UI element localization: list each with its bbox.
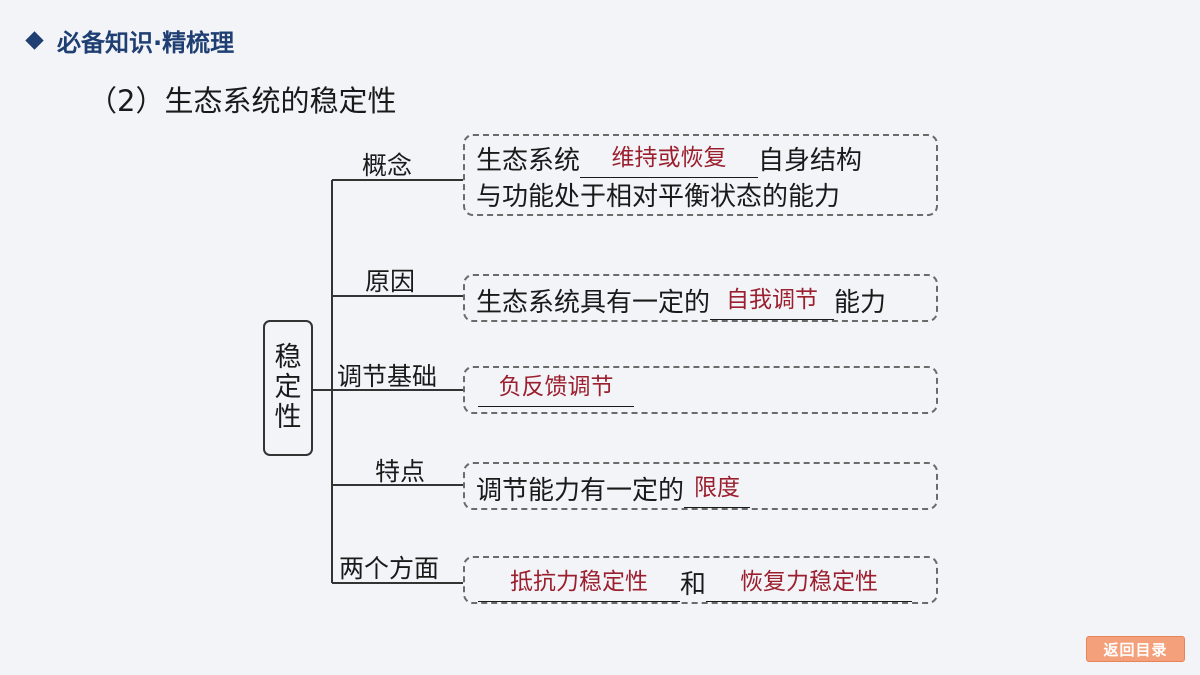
concept-text-1: 生态系统 [476, 146, 581, 176]
root-char: 稳 [274, 342, 302, 373]
cause-line: 生态系统具有一定的自我调节能力 [476, 282, 886, 320]
branch-label-aspects: 两个方面 [339, 554, 440, 583]
section-header: 必备知识·精梳理 [25, 22, 235, 58]
cause-fill-blank: 自我调节 [710, 287, 835, 320]
feature-fill-blank: 限度 [684, 475, 751, 508]
aspects-box: 抵抗力稳定性和恢复力稳定性 [463, 556, 938, 604]
branch-label-cause: 原因 [365, 267, 416, 296]
section-title: 必备知识·精梳理 [57, 28, 235, 57]
branch-label-feature: 特点 [375, 457, 426, 486]
feature-text-1: 调节能力有一定的 [476, 476, 685, 506]
back-to-contents-button[interactable]: 返回目录 [1086, 636, 1185, 662]
aspects-fill-blank-2: 恢复力稳定性 [706, 569, 913, 602]
concept-text-2: 自身结构 [758, 146, 863, 176]
branch-label-concept: 概念 [362, 151, 413, 180]
aspects-and-text: 和 [680, 570, 707, 600]
feature-line: 调节能力有一定的限度 [476, 470, 751, 508]
root-char: 性 [274, 402, 302, 433]
branch-label-basis: 调节基础 [337, 362, 438, 391]
cause-text-2: 能力 [834, 288, 887, 318]
feature-box: 调节能力有一定的限度 [463, 462, 938, 510]
aspects-line: 抵抗力稳定性和恢复力稳定性 [478, 564, 913, 602]
concept-box: 生态系统维持或恢复自身结构 与功能处于相对平衡状态的能力 [463, 134, 938, 216]
root-char: 定 [274, 372, 302, 403]
concept-fill-blank: 维持或恢复 [580, 145, 759, 178]
basis-line: 负反馈调节 [478, 374, 634, 407]
concept-line-2: 与功能处于相对平衡状态的能力 [476, 182, 841, 212]
cause-box: 生态系统具有一定的自我调节能力 [463, 274, 938, 322]
cause-text-1: 生态系统具有一定的 [476, 288, 711, 318]
aspects-fill-blank-1: 抵抗力稳定性 [478, 569, 680, 602]
basis-fill-blank: 负反馈调节 [478, 374, 634, 407]
subtitle: （2）生态系统的稳定性 [88, 84, 397, 118]
basis-box: 负反馈调节 [463, 366, 938, 414]
concept-line-1: 生态系统维持或恢复自身结构 [476, 140, 862, 178]
root-node-stability: 稳 定 性 [263, 320, 313, 456]
